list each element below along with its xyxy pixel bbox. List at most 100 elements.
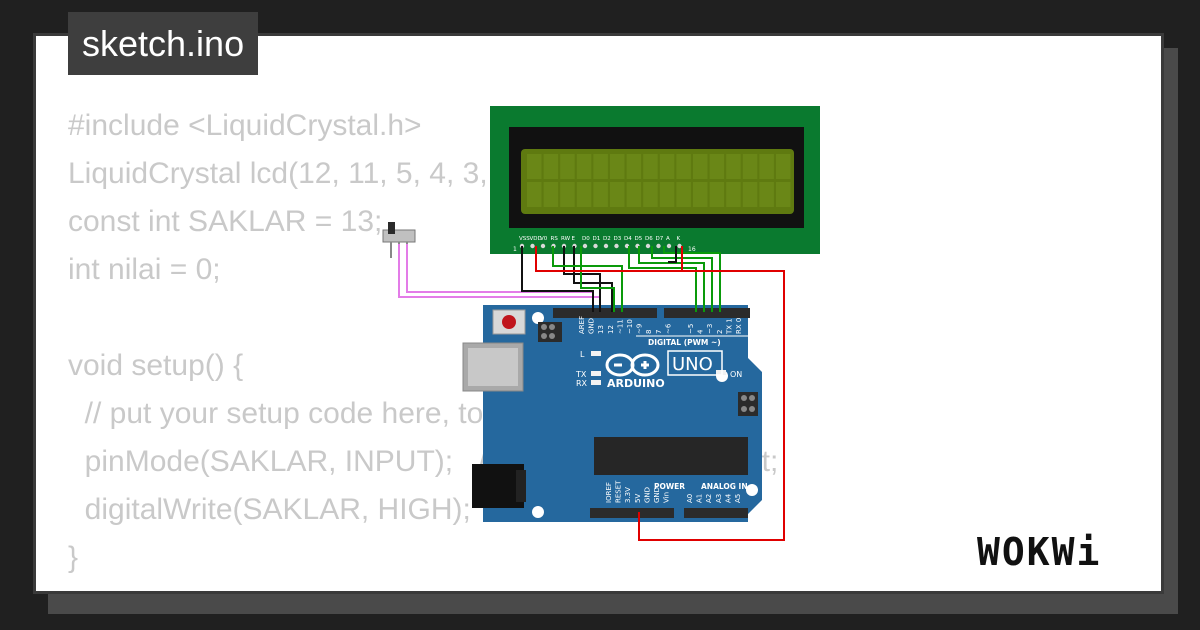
lcd-char-cell: [626, 154, 642, 179]
analog-pin-label: A5: [734, 494, 742, 503]
digital-pin-label: 2: [716, 330, 724, 334]
code-line: LiquidCrystal lcd(12, 11, 5, 4, 3, 2);: [68, 157, 532, 190]
digital-pin-label: ~5: [687, 324, 695, 334]
led-l: [591, 351, 601, 356]
code-line: void setup() {: [68, 349, 244, 382]
lcd-pin[interactable]: [677, 243, 682, 249]
lcd-pin[interactable]: [603, 243, 609, 249]
lcd-char-cell: [543, 182, 559, 207]
lcd-char-cell: [527, 182, 542, 207]
led-l-label: L: [580, 350, 585, 359]
code-line: #include <LiquidCrystal.h>: [68, 109, 422, 142]
led-tx-label: TX: [575, 370, 587, 379]
lcd-pin-label: VDD: [530, 236, 542, 242]
wire-black: [573, 246, 613, 312]
reset-button: [502, 315, 516, 329]
digital-pin-label: TX 1: [725, 318, 733, 335]
file-tab[interactable]: sketch.ino: [68, 12, 259, 75]
wokwi-logo[interactable]: WOKWi: [975, 527, 1150, 577]
lcd-char-cell: [693, 154, 708, 179]
led-on: [716, 370, 726, 375]
digital-pin-label: 8: [645, 330, 653, 334]
led-rx: [591, 380, 601, 385]
wire-green: [552, 246, 623, 312]
lcd-pin[interactable]: [530, 243, 535, 249]
lcd-pin-label: V0: [540, 236, 548, 242]
lcd-pin[interactable]: [614, 243, 619, 249]
arduino-logo-icon: [605, 353, 660, 377]
wire-black: [521, 246, 594, 312]
power-pin-label: 3.3V: [624, 487, 632, 503]
lcd-char-cell: [576, 154, 592, 179]
lcd-pin-label: K: [677, 236, 681, 242]
mounting-hole: [532, 506, 544, 518]
lcd-char-cell: [676, 154, 691, 179]
arduino-uno-board[interactable]: L TX RX ON ARDUINO UNO DIGITAL (PWM ~) P…: [462, 305, 762, 522]
digital-pin-label: ~10: [626, 319, 634, 334]
lcd-pin-last: 16: [688, 246, 696, 253]
power-pin-label: RESET: [615, 480, 623, 503]
wire-green: [638, 246, 705, 312]
lcd-char-cell: [560, 154, 575, 179]
digital-pin-label: 13: [597, 325, 605, 334]
digital-pin-label: AREF: [578, 316, 586, 334]
lcd-pin-label: E: [572, 236, 576, 242]
lcd-char-cell: [676, 182, 691, 207]
digital-pin-label: ~11: [616, 319, 624, 334]
lcd-pin[interactable]: [656, 243, 661, 249]
analog-pin-label: A0: [686, 494, 694, 503]
analog-pin-label: A4: [724, 493, 732, 503]
lcd-pin[interactable]: [593, 243, 598, 249]
arduino-model: UNO: [672, 354, 713, 375]
lcd-pin-label: D5: [635, 236, 643, 242]
digital-pin-label: RX 0: [735, 318, 743, 334]
lcd-pin-label: RS: [551, 236, 559, 242]
lcd-char-cell: [610, 182, 625, 207]
code-line: const int SAKLAR = 13;: [68, 205, 383, 238]
analog-pin-label: A1: [696, 494, 704, 503]
analog-pin-label: A2: [705, 494, 713, 503]
mounting-hole: [532, 312, 544, 324]
lcd-char-cell: [527, 154, 542, 179]
lcd-char-cell: [626, 182, 642, 207]
wire-red: [535, 246, 785, 541]
power-header: [590, 508, 674, 518]
lcd-pin-label: D0: [582, 236, 590, 242]
lcd-char-cell: [742, 154, 758, 179]
lcd-pin-first: 1: [513, 246, 517, 253]
power-pin-label: GND: [643, 487, 651, 503]
power-pin-label: Vin: [663, 492, 671, 503]
led-tx: [591, 371, 601, 376]
power-pin-label: GND: [653, 487, 661, 503]
lcd-char-cell: [709, 154, 725, 179]
switch-handle: [388, 222, 395, 234]
lcd-pin-label: D1: [593, 236, 601, 242]
lcd-pin[interactable]: [582, 243, 588, 249]
code-line: }: [68, 541, 79, 574]
arduino-brand: ARDUINO: [607, 377, 665, 390]
wire-pink: [406, 244, 594, 312]
lcd-char-cell: [726, 154, 741, 179]
lcd-pin-label: VSS: [519, 236, 530, 242]
analog-label: ANALOG IN: [701, 482, 748, 491]
icsp-header-right: [738, 392, 758, 416]
power-label: POWER: [654, 482, 685, 491]
lcd-pin-label: D7: [656, 236, 664, 242]
lcd-char-cell: [759, 154, 774, 179]
lcd-char-cell: [643, 182, 658, 207]
digital-pin-label: 7: [655, 330, 663, 334]
wokwi-logo-text: WOKWi: [977, 530, 1101, 574]
digital-header-label: DIGITAL (PWM ~): [648, 338, 721, 347]
lcd-pin[interactable]: [645, 243, 651, 249]
lcd-char-cell: [593, 182, 608, 207]
digital-header: [553, 308, 657, 318]
lcd-pin-label: A: [666, 236, 670, 242]
digital-pin-label: ~6: [664, 323, 672, 334]
lcd-pin[interactable]: [666, 243, 672, 249]
analog-header: [684, 508, 748, 518]
wire-black: [668, 246, 677, 263]
lcd-pin[interactable]: [540, 243, 546, 249]
lcd-pin-label: RW: [561, 236, 571, 242]
